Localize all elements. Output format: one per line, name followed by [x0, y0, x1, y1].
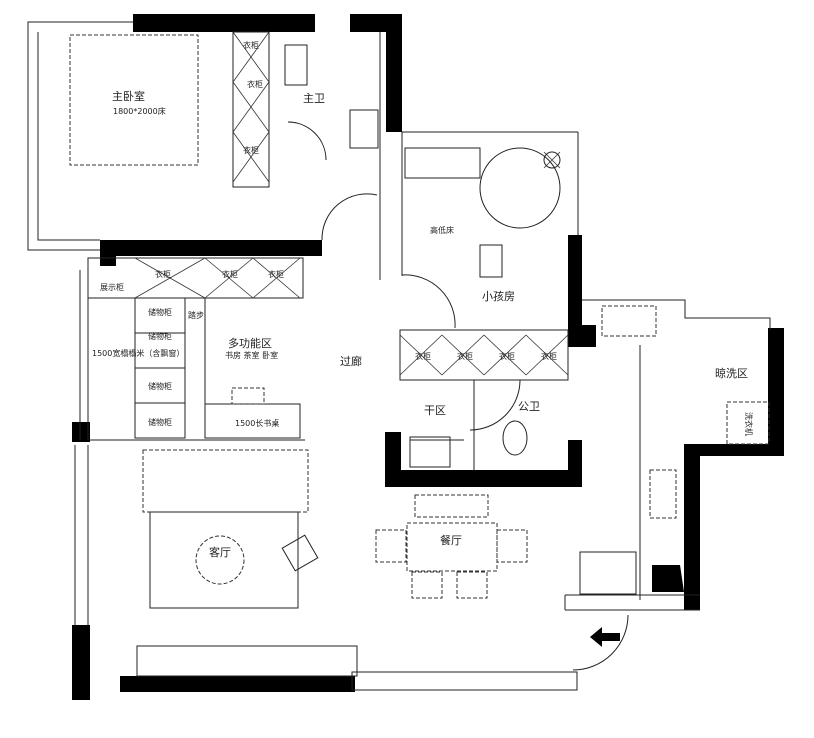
label-wardrobe: 衣柜	[457, 351, 473, 361]
label-dining-room: 餐厅	[440, 533, 462, 547]
label-storage: 储物柜	[148, 331, 172, 341]
public-toilet	[502, 420, 528, 456]
label-bunk-bed: 高低床	[430, 225, 454, 235]
entrance-arrow-icon	[590, 627, 620, 647]
kids-wardrobe-crosses	[399, 334, 569, 376]
label-public-bath: 公卫	[518, 400, 540, 413]
label-step: 踏步	[188, 310, 204, 320]
top-wardrobe	[87, 257, 304, 299]
outlines	[27, 21, 771, 691]
label-master-bath: 主卫	[303, 92, 325, 105]
label-master-bed: 1800*2000床	[113, 106, 166, 116]
dining-table	[406, 522, 498, 572]
door-swing	[321, 193, 378, 241]
label-master-bedroom: 主卧室	[112, 89, 145, 103]
wardrobe-crosses	[232, 31, 270, 183]
label-washer: 洗衣机	[744, 412, 754, 436]
label-multi-zone: 多功能区	[228, 336, 272, 350]
label-living-room: 客厅	[209, 545, 231, 559]
rug	[149, 511, 299, 609]
master-bed	[69, 34, 199, 166]
label-wardrobe: 衣柜	[247, 79, 263, 89]
walls	[72, 14, 784, 700]
label-wardrobe: 衣柜	[268, 269, 284, 279]
label-kids-room: 小孩房	[482, 290, 515, 303]
label-storage: 储物柜	[148, 307, 172, 317]
fridge	[579, 551, 637, 595]
master-wardrobe	[232, 31, 270, 188]
label-tatami: 1500宽榻榻米（含飘窗）	[92, 348, 184, 358]
door-swing	[401, 274, 456, 329]
label-storage: 储物柜	[148, 417, 172, 427]
play-area	[479, 147, 561, 229]
chair	[375, 529, 407, 563]
label-dry-area: 干区	[424, 404, 446, 417]
washing-machine	[726, 401, 770, 445]
door-swing	[469, 379, 521, 431]
label-wardrobe: 衣柜	[222, 269, 238, 279]
chair	[496, 529, 528, 563]
toilet	[284, 44, 308, 86]
chair	[414, 494, 489, 518]
dry-basin	[409, 436, 451, 468]
label-corridor: 过廊	[340, 354, 362, 368]
armchair	[281, 534, 319, 572]
sofa	[142, 449, 309, 513]
label-desk: 1500长书桌	[235, 418, 279, 428]
stove	[649, 469, 677, 519]
chair	[411, 571, 443, 599]
label-wardrobe: 衣柜	[155, 269, 171, 279]
entrance-door-swing	[572, 614, 629, 671]
bunk-bed	[404, 147, 481, 179]
label-display-cabinet: 展示柜	[100, 282, 124, 292]
ceiling-light-icon	[543, 151, 561, 169]
chair	[231, 387, 265, 405]
label-wardrobe: 衣柜	[243, 40, 259, 50]
label-wardrobe: 衣柜	[243, 145, 259, 155]
coffee-table	[195, 535, 245, 585]
label-wardrobe: 衣柜	[499, 351, 515, 361]
sink	[601, 305, 657, 337]
bunk-ladder	[479, 244, 503, 278]
chair	[456, 571, 488, 599]
label-wardrobe: 衣柜	[415, 351, 431, 361]
label-wardrobe: 衣柜	[541, 351, 557, 361]
oven	[652, 565, 684, 592]
desk	[204, 403, 301, 439]
washbasin	[349, 109, 379, 149]
label-laundry-area: 晾洗区	[715, 366, 748, 380]
label-multi-zone-sub: 书房 茶室 卧室	[225, 350, 278, 360]
multi-wardrobe-crosses	[134, 257, 301, 299]
door-swing	[287, 121, 327, 161]
label-storage: 储物柜	[148, 381, 172, 391]
